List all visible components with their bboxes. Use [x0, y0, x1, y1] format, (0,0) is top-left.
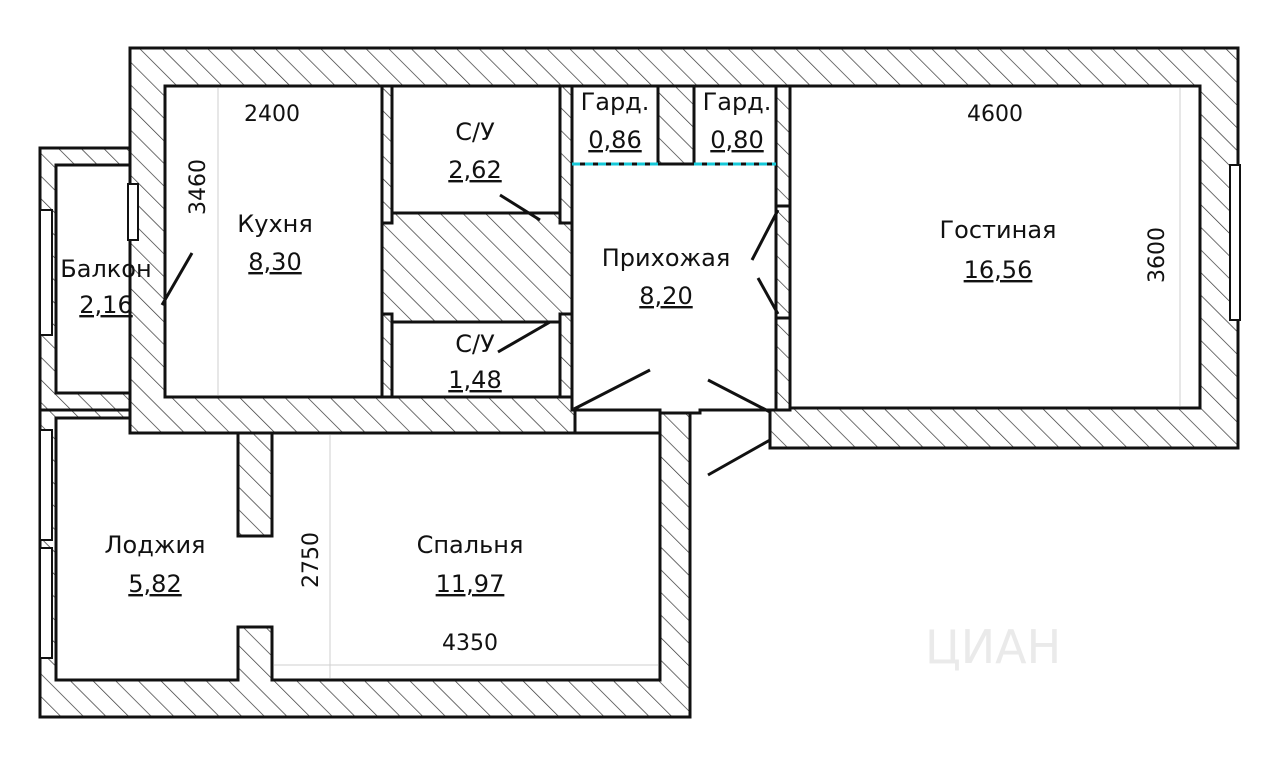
wardrobe-divider-wall — [656, 84, 696, 166]
partition-wall — [380, 312, 394, 399]
room-labels: Кухня 8,30 Балкон 2,16 С/У 2,62 Гард. 0,… — [60, 88, 1056, 598]
kitchen-depth-dim: 3460 — [186, 159, 211, 215]
watermark: ЦИАН — [925, 620, 1061, 674]
bath2-name: С/У — [455, 330, 495, 358]
living-name: Гостиная — [940, 216, 1057, 244]
hallway-area: 8,20 — [639, 282, 692, 310]
partition-wall — [774, 316, 792, 412]
balcony-name: Балкон — [60, 255, 151, 283]
interior-spaces — [54, 84, 1202, 682]
bedroom-area: 11,97 — [436, 570, 505, 598]
wardrobe1-area: 0,86 — [588, 126, 641, 154]
kitchen-name: Кухня — [237, 210, 313, 238]
partition-wall — [774, 84, 792, 208]
kitchen-area: 8,30 — [248, 248, 301, 276]
bedroom-width-dim: 4350 — [442, 631, 498, 656]
partition-wall — [558, 84, 574, 225]
balcony-room — [54, 163, 132, 395]
loggia-name: Лоджия — [105, 531, 206, 559]
partition-wall — [558, 312, 574, 399]
hallway-room — [570, 162, 778, 415]
windows — [39, 164, 1241, 659]
bedroom-loggia-room — [54, 416, 662, 682]
partition-wall — [380, 84, 394, 225]
doors — [160, 193, 780, 477]
loggia-area: 5,82 — [128, 570, 181, 598]
bath1-area: 2,62 — [448, 156, 501, 184]
dimension-labels: 2400 3460 4600 3600 4350 2750 — [186, 102, 1170, 656]
kitchen-room — [163, 84, 384, 399]
bedroom-depth-dim: 2750 — [299, 532, 324, 588]
wardrobe2-name: Гард. — [703, 88, 772, 116]
dimension-lines — [217, 88, 1181, 678]
bedroom-name: Спальня — [417, 531, 524, 559]
living-width-dim: 4600 — [967, 102, 1023, 127]
kitchen-width-dim: 2400 — [244, 102, 300, 127]
balcony-area: 2,16 — [79, 291, 132, 319]
living-room — [788, 84, 1202, 410]
hallway-name: Прихожая — [602, 244, 731, 272]
wardrobe2-area: 0,80 — [710, 126, 763, 154]
bath1-room — [390, 84, 562, 215]
living-depth-dim: 3600 — [1145, 227, 1170, 283]
bath1-name: С/У — [455, 118, 495, 146]
wardrobe1-name: Гард. — [581, 88, 650, 116]
bath2-area: 1,48 — [448, 366, 501, 394]
living-area: 16,56 — [964, 256, 1033, 284]
